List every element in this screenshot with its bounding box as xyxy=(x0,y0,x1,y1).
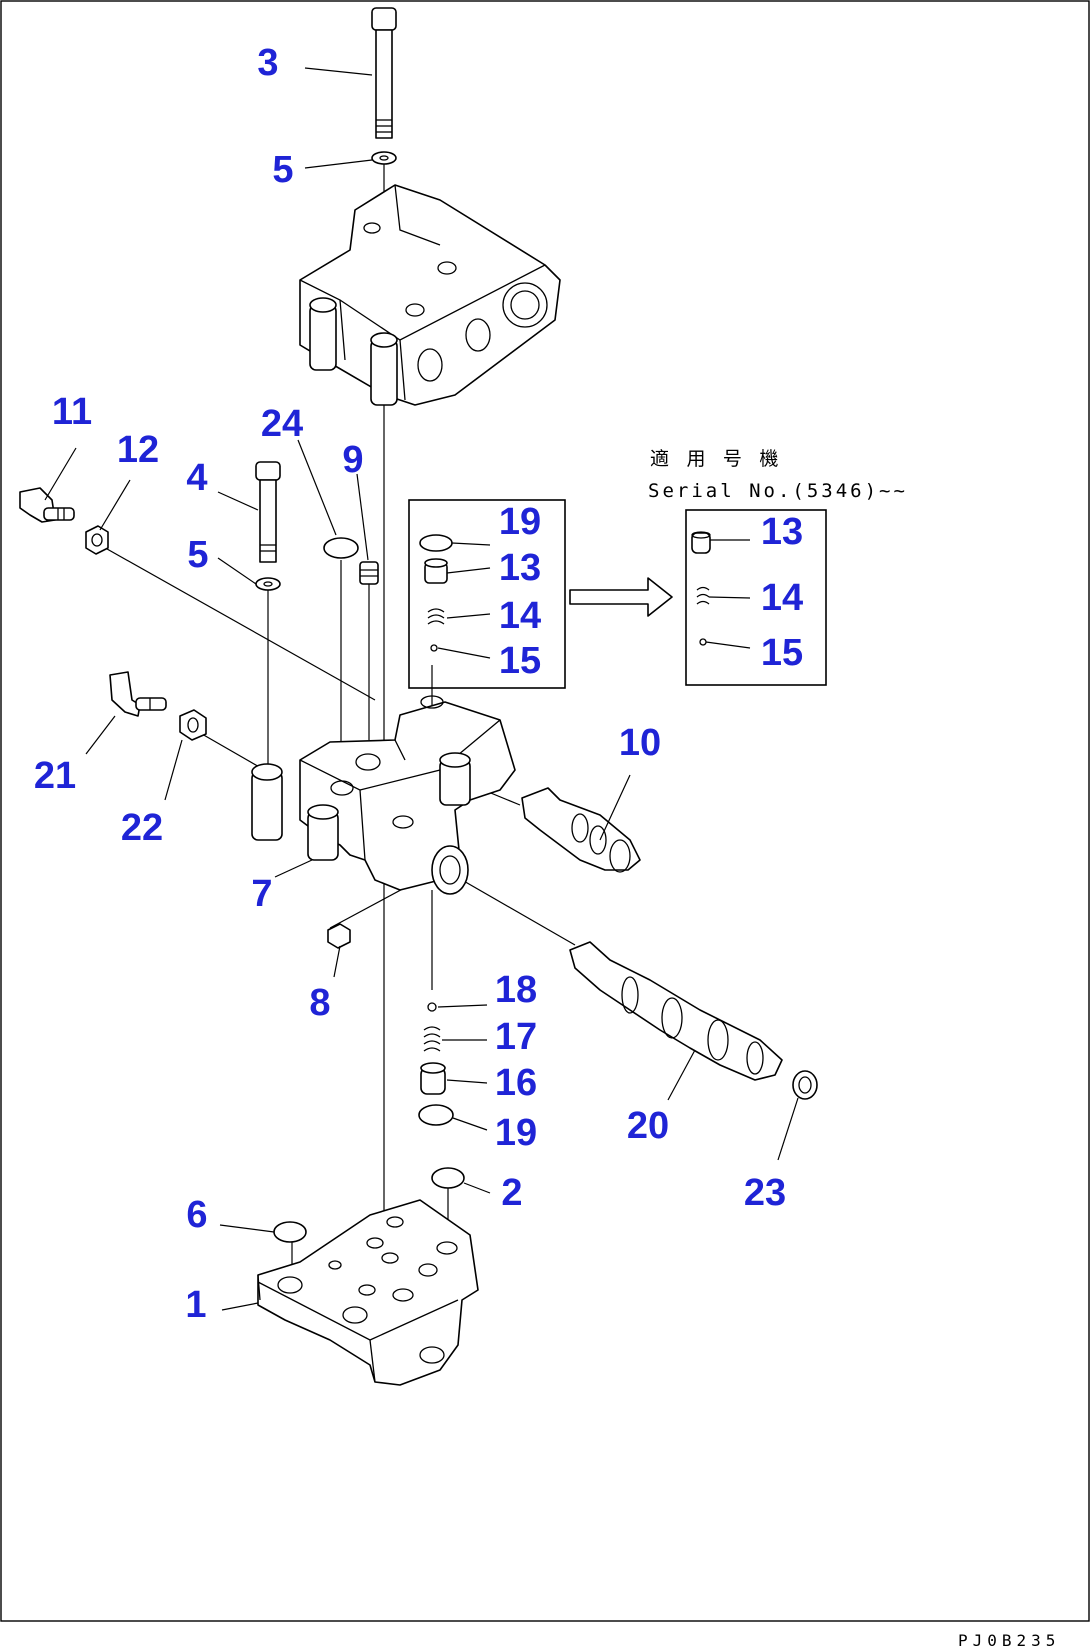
callout-5-lower: 5 xyxy=(187,534,208,576)
middle-valve-body-7 xyxy=(251,695,516,895)
seal-24 xyxy=(323,537,359,559)
base-plate-1 xyxy=(257,1199,479,1386)
callout-12: 12 xyxy=(117,429,159,471)
callout-15-inset-right: 15 xyxy=(761,632,803,674)
lower-stack xyxy=(418,1002,454,1126)
nut-22 xyxy=(179,709,207,741)
nut-12 xyxy=(85,525,109,555)
callout-15-inset-left: 15 xyxy=(499,640,541,682)
plug-8 xyxy=(327,923,351,949)
callout-10: 10 xyxy=(619,722,661,764)
seal-2 xyxy=(431,1167,465,1189)
callout-18: 18 xyxy=(495,969,537,1011)
washer-5-top xyxy=(371,151,397,165)
callout-13-inset-left: 13 xyxy=(499,547,541,589)
part-21-bracket xyxy=(109,671,167,717)
callout-5-top: 5 xyxy=(272,149,293,191)
callout-19-lower: 19 xyxy=(495,1112,537,1154)
callout-17: 17 xyxy=(495,1016,537,1058)
callout-14-inset-left: 14 xyxy=(499,595,541,637)
spool-20 xyxy=(569,941,783,1081)
bolt-4 xyxy=(255,461,281,563)
callout-leaders xyxy=(44,67,799,1311)
plug-23 xyxy=(792,1070,818,1100)
part-11-bracket xyxy=(19,487,75,523)
seal-6 xyxy=(273,1221,307,1243)
callout-8: 8 xyxy=(309,982,330,1024)
callout-14-inset-right: 14 xyxy=(761,577,803,619)
serial-note: 適 用 号 機 Serial No.(5346)~~ xyxy=(648,448,908,502)
callout-23: 23 xyxy=(744,1172,786,1214)
callout-labels: 3 5 11 12 24 9 4 5 19 13 14 15 13 14 15 … xyxy=(34,42,803,1326)
callout-4: 4 xyxy=(186,457,207,499)
callout-13-inset-right: 13 xyxy=(761,511,803,553)
callout-22: 22 xyxy=(121,807,163,849)
callout-21: 21 xyxy=(34,755,76,797)
callout-24: 24 xyxy=(261,403,303,445)
plug-9 xyxy=(359,561,379,585)
callout-9: 9 xyxy=(342,439,363,481)
inset-box-right xyxy=(685,509,827,686)
callout-19-inset: 19 xyxy=(499,501,541,543)
callout-1: 1 xyxy=(185,1284,206,1326)
serial-note-title: 適 用 号 機 xyxy=(650,448,781,470)
callout-11: 11 xyxy=(52,391,92,433)
callout-20: 20 xyxy=(627,1105,669,1147)
washer-5-lower xyxy=(255,577,281,591)
arrow-right-icon xyxy=(569,577,673,617)
callout-6: 6 xyxy=(186,1194,207,1236)
inset-box-left xyxy=(408,499,566,689)
upper-valve-body xyxy=(299,184,561,406)
callout-2: 2 xyxy=(501,1172,522,1214)
callout-16: 16 xyxy=(495,1062,537,1104)
callout-7: 7 xyxy=(251,873,272,915)
serial-note-range: Serial No.(5346)~~ xyxy=(648,480,908,502)
callout-3: 3 xyxy=(257,42,278,84)
spool-10 xyxy=(521,787,641,873)
drawing-reference-code: PJ0B235 xyxy=(958,1631,1060,1650)
bolt-3 xyxy=(371,7,397,139)
